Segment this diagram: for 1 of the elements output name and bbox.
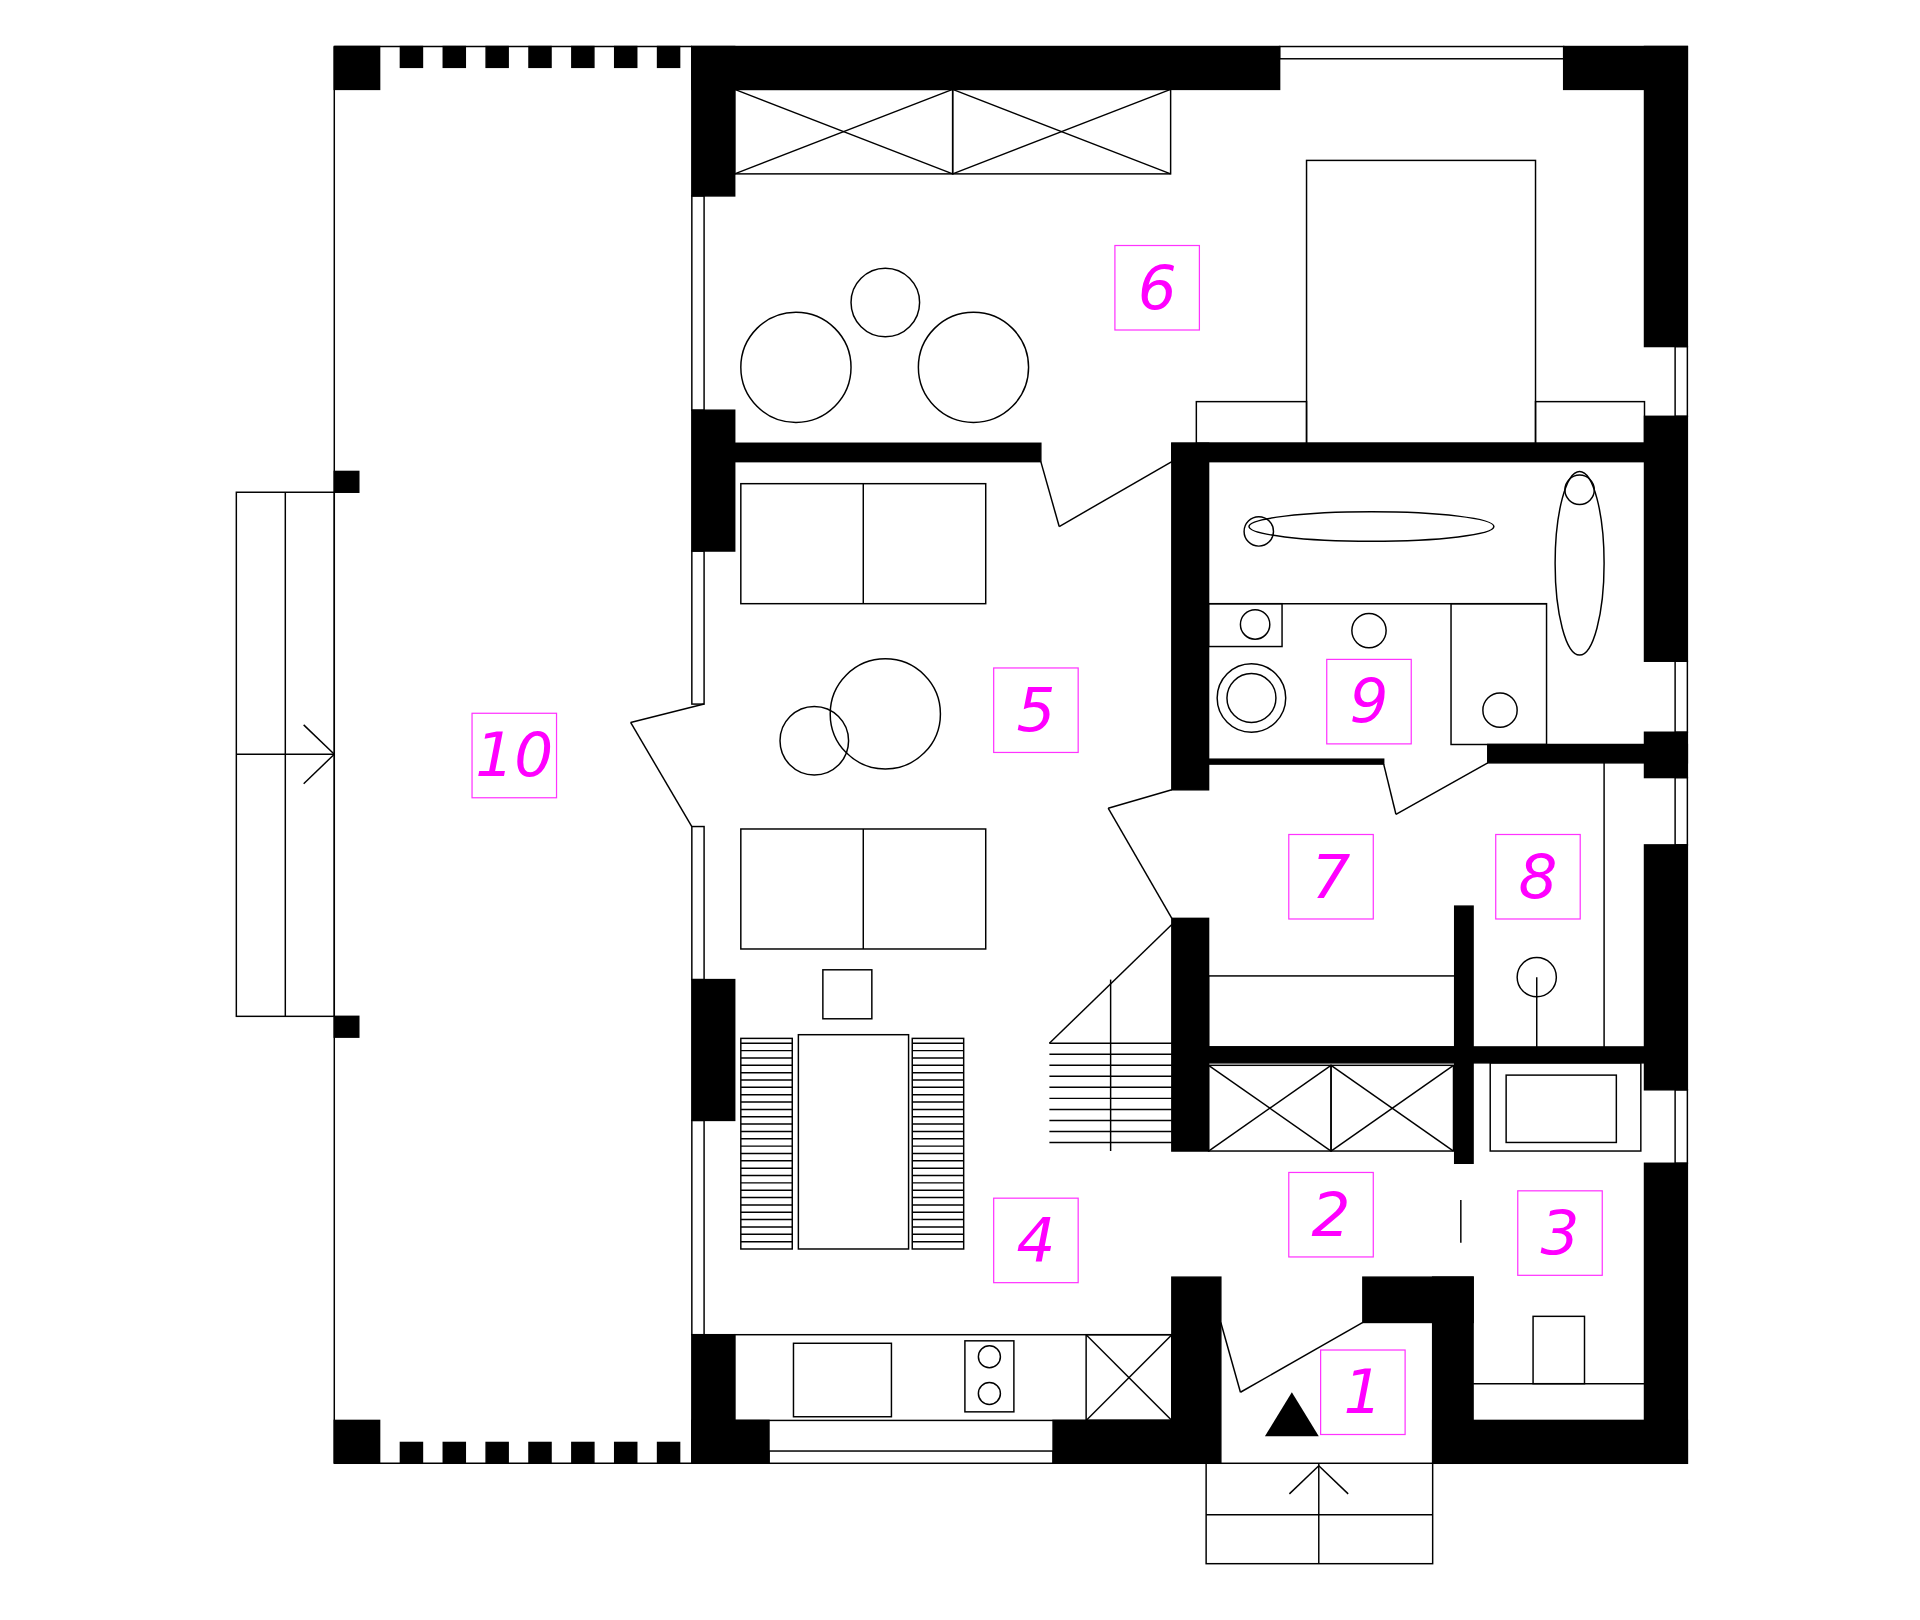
room-number: 6 [1114, 244, 1200, 331]
